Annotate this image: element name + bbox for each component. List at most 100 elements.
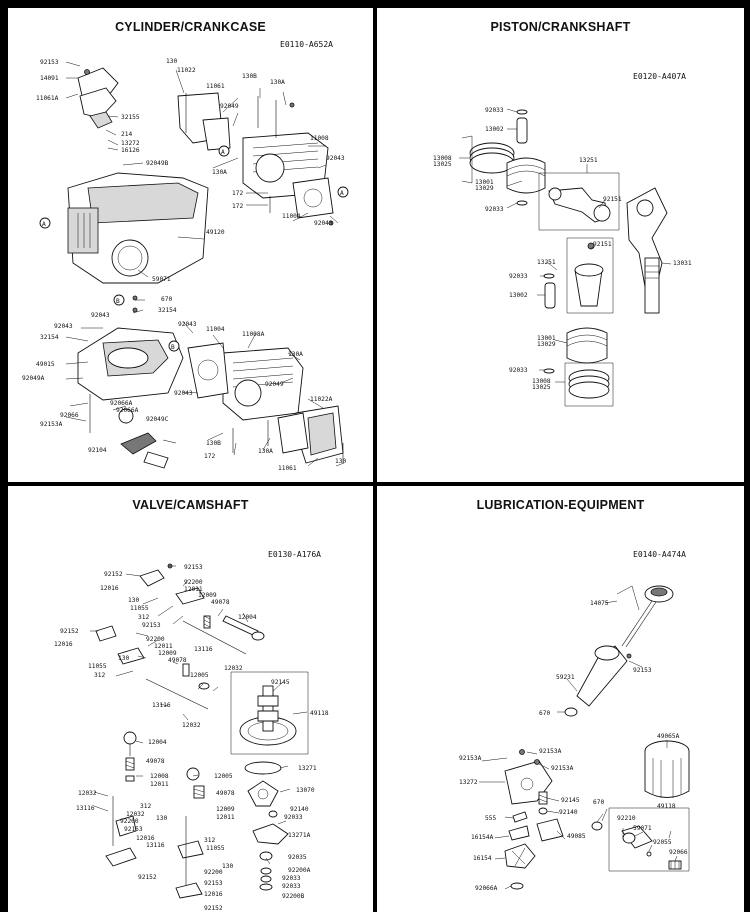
piston-rings-upper (461, 135, 515, 184)
svg-text:92145: 92145 (271, 679, 290, 686)
svg-text:11022A: 11022A (310, 396, 333, 403)
svg-text:92153A: 92153A (551, 765, 574, 772)
svg-text:11008A: 11008A (242, 331, 265, 338)
svg-text:92043: 92043 (91, 312, 110, 319)
svg-text:12008: 12008 (150, 773, 169, 780)
svg-text:14075: 14075 (590, 600, 609, 607)
svg-text:172: 172 (232, 190, 243, 197)
svg-text:13251: 13251 (537, 259, 556, 266)
svg-text:49120: 49120 (206, 229, 225, 236)
svg-text:12004: 12004 (238, 614, 257, 621)
panel-title: CYLINDER/CRANKCASE (115, 20, 266, 34)
oil-filler-tube (564, 645, 632, 717)
svg-text:92153: 92153 (40, 59, 59, 66)
svg-text:12005: 12005 (190, 672, 209, 679)
svg-text:13116: 13116 (76, 805, 95, 812)
cylinder-head-lower (187, 342, 344, 464)
bolts (84, 69, 344, 463)
lubrication-drawing: 14075 59231 92153 670 92153A 92153A 9215… (459, 585, 690, 892)
svg-text:92151: 92151 (603, 196, 622, 203)
oil-dipstick (616, 585, 674, 648)
svg-text:13029: 13029 (537, 341, 556, 348)
part-labels: 92153 14091 11061A 32155 214 13272 16126… (22, 58, 346, 472)
part-labels: 92152 92153 12016 92200 12011 130 12009 … (54, 564, 329, 912)
svg-text:13008: 13008 (433, 155, 452, 162)
svg-text:59231: 59231 (556, 674, 575, 681)
svg-text:13029: 13029 (475, 185, 494, 192)
svg-text:49065A: 49065A (657, 733, 680, 740)
panel-lubrication-equipment: LUBRICATION-EQUIPMENT E0140-A474A (377, 486, 744, 912)
svg-text:670: 670 (593, 799, 604, 806)
svg-text:13002: 13002 (485, 126, 504, 133)
svg-text:49118: 49118 (657, 803, 676, 810)
svg-text:214: 214 (121, 131, 132, 138)
svg-text:13008: 13008 (532, 378, 551, 385)
svg-text:32154: 32154 (40, 334, 59, 341)
svg-text:312: 312 (94, 672, 105, 679)
svg-text:92200: 92200 (146, 636, 165, 643)
diagram-code: E0120-A407A (633, 72, 686, 81)
panel-valve-camshaft: VALVE/CAMSHAFT E0130-A176A (8, 486, 373, 912)
svg-text:92200A: 92200A (288, 867, 311, 874)
svg-text:92153: 92153 (633, 667, 652, 674)
cylinder-crankcase-drawing: 92153 14091 11061A 32155 214 13272 16126… (22, 58, 349, 472)
svg-text:92200B: 92200B (282, 893, 305, 900)
svg-text:92066: 92066 (669, 849, 688, 856)
svg-text:11004: 11004 (206, 326, 225, 333)
svg-text:13251: 13251 (579, 157, 598, 164)
svg-text:12011: 12011 (216, 814, 235, 821)
valve-lifter-parts (123, 731, 205, 799)
svg-text:49078: 49078 (216, 790, 235, 797)
svg-text:92140: 92140 (290, 806, 309, 813)
svg-text:49078: 49078 (146, 758, 165, 765)
svg-text:13272: 13272 (121, 140, 140, 147)
diagram-code: E0110-A652A (280, 40, 333, 49)
svg-text:92049: 92049 (265, 381, 284, 388)
svg-text:14091: 14091 (40, 75, 59, 82)
svg-text:312: 312 (204, 837, 215, 844)
svg-text:12032: 12032 (182, 722, 201, 729)
svg-text:92145: 92145 (561, 797, 580, 804)
horizontal-divider (0, 482, 750, 486)
svg-text:92153: 92153 (142, 622, 161, 629)
svg-text:11055: 11055 (88, 663, 107, 670)
svg-text:11055: 11055 (206, 845, 225, 852)
rocker-assembly-middle (95, 625, 210, 710)
svg-text:92104: 92104 (88, 447, 107, 454)
svg-text:130: 130 (156, 815, 167, 822)
rocker-assembly-upper (139, 563, 265, 655)
svg-text:92033: 92033 (284, 814, 303, 821)
connecting-rod-box (538, 172, 620, 231)
svg-text:16126: 16126 (121, 147, 140, 154)
svg-text:92033: 92033 (485, 206, 504, 213)
svg-text:13002: 13002 (509, 292, 528, 299)
svg-text:12032: 12032 (224, 665, 243, 672)
svg-text:B: B (116, 298, 120, 305)
connecting-rod-lower-box (566, 237, 614, 314)
svg-text:A: A (42, 221, 46, 228)
panel-title: LUBRICATION-EQUIPMENT (476, 498, 645, 512)
crankshaft (626, 187, 668, 314)
svg-text:12016: 12016 (54, 641, 73, 648)
svg-text:92200: 92200 (204, 869, 223, 876)
svg-text:13272: 13272 (459, 779, 478, 786)
svg-text:92153A: 92153A (40, 421, 63, 428)
svg-text:92153: 92153 (184, 564, 203, 571)
crankcase-upper (67, 172, 209, 284)
panel-piston-crankshaft: PISTON/CRANKSHAFT E0120-A407A (377, 8, 744, 482)
piston-rings-lower (564, 362, 614, 407)
svg-text:92049: 92049 (220, 103, 239, 110)
vertical-divider (373, 0, 377, 912)
svg-text:12009: 12009 (198, 592, 217, 599)
svg-text:130B: 130B (206, 440, 221, 447)
svg-text:59071: 59071 (152, 276, 171, 283)
svg-text:49085: 49085 (567, 833, 586, 840)
svg-text:92153A: 92153A (459, 755, 482, 762)
svg-text:12016: 12016 (136, 835, 155, 842)
svg-text:92055: 92055 (653, 839, 672, 846)
svg-text:16154: 16154 (473, 855, 492, 862)
svg-text:172: 172 (232, 203, 243, 210)
svg-text:13001: 13001 (537, 335, 556, 342)
svg-text:92066: 92066 (60, 412, 79, 419)
svg-text:B: B (171, 344, 175, 351)
